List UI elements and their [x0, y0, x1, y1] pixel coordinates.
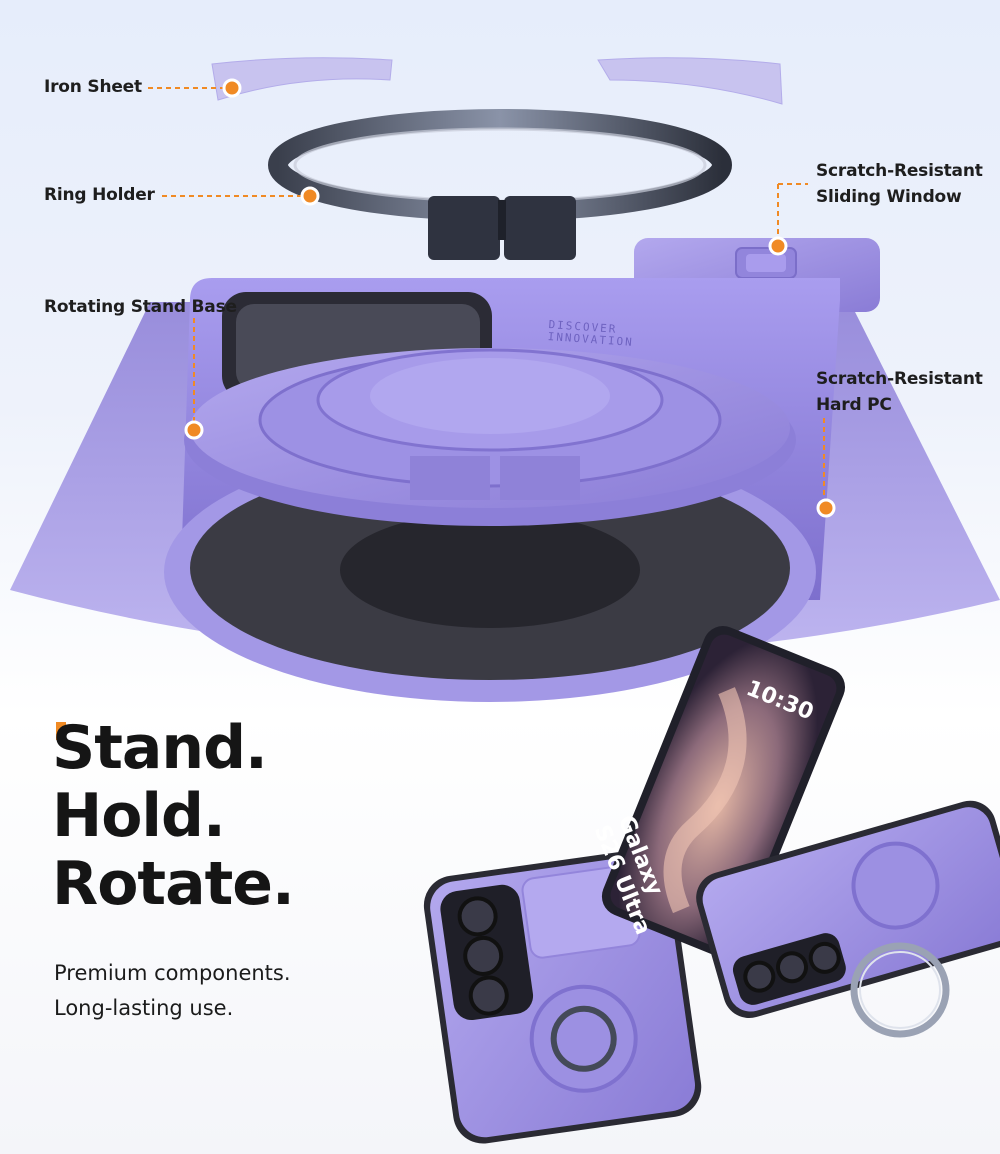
subtext-line-2: Long-lasting use.	[54, 996, 234, 1020]
phone-center-front	[601, 626, 846, 958]
rotating-stand-base-part	[184, 348, 796, 526]
ring-holder-part	[268, 109, 732, 260]
iron-sheet-label: Iron Sheet	[44, 77, 142, 97]
subtext: Premium components. Long-lasting use.	[54, 956, 291, 1026]
subtext-line-1: Premium components.	[54, 961, 291, 985]
ring-grip-loop	[850, 942, 950, 1038]
hard-pc-label-line1: Scratch-Resistant	[816, 369, 983, 389]
leader-lines	[148, 87, 825, 506]
sliding-window-label: Scratch-Resistant Sliding Window	[816, 158, 983, 210]
headline-accent-mark	[56, 722, 66, 740]
headline-line-2: Hold.	[52, 781, 226, 851]
iron-sheet-arc-left	[211, 57, 393, 101]
iron-sheet-arc-right	[597, 57, 783, 105]
ring-holder-label: Ring Holder	[44, 185, 155, 205]
headline: Stand. Hold. Rotate.	[52, 713, 295, 919]
hard-pc-label: Scratch-Resistant Hard PC	[816, 366, 983, 418]
hard-pc-label-line2: Hard PC	[816, 395, 892, 415]
sliding-window-label-line2: Sliding Window	[816, 187, 962, 207]
headline-line-3: Rotate.	[52, 849, 295, 919]
headline-line-1: Stand.	[52, 713, 268, 783]
sliding-window-label-line1: Scratch-Resistant	[816, 161, 983, 181]
phone-right-back	[696, 800, 1000, 1019]
phone-left-back	[423, 849, 702, 1144]
rotating-stand-base-label: Rotating Stand Base	[44, 297, 237, 317]
leader-dots	[184, 78, 836, 518]
